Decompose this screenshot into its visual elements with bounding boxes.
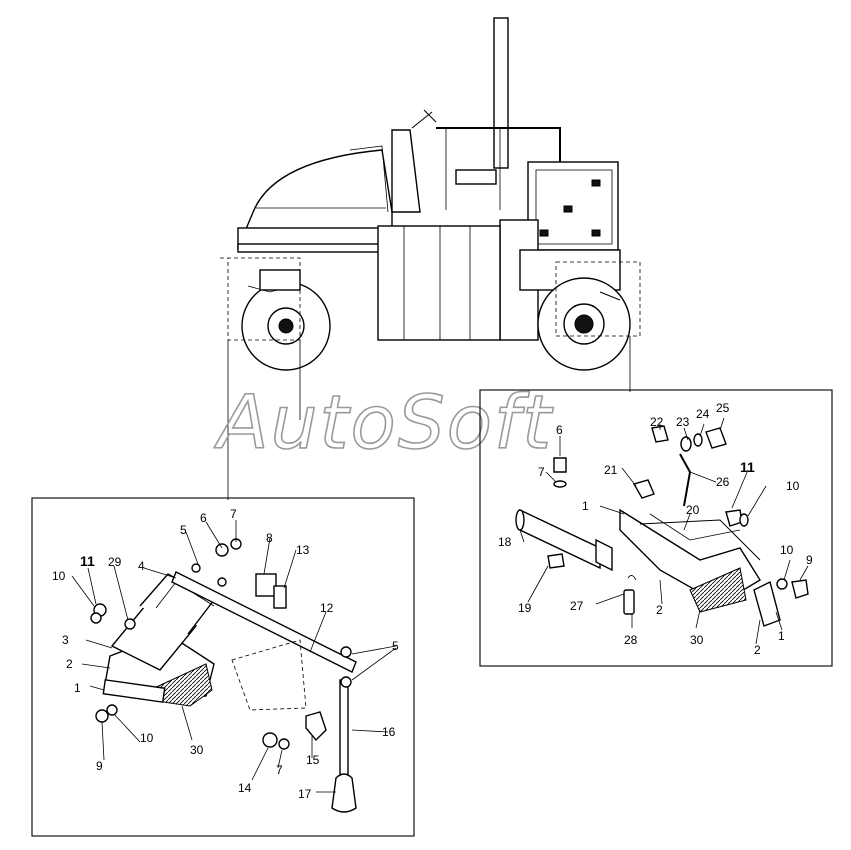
callout-7: 7 — [230, 507, 237, 521]
callout-30: 30 — [690, 633, 704, 647]
callout-12: 12 — [320, 601, 334, 615]
callout-20: 20 — [686, 503, 700, 517]
callout-6: 6 — [556, 423, 563, 437]
callout-11: 11 — [80, 553, 95, 569]
callout-11: 11 — [740, 459, 755, 475]
callout-15: 15 — [306, 753, 320, 767]
right-detail-panel: 22 23 24 25 6 7 21 26 11 10 1 20 18 10 9… — [479, 389, 833, 667]
callout-7: 7 — [538, 465, 545, 479]
callout-1: 1 — [74, 681, 81, 695]
callout-22: 22 — [650, 415, 664, 429]
callout-17: 17 — [298, 787, 312, 801]
callout-9: 9 — [806, 553, 813, 567]
callout-10b: 10 — [140, 731, 154, 745]
callout-1: 1 — [582, 499, 589, 513]
callout-13: 13 — [296, 543, 310, 557]
roller-machine — [220, 17, 641, 500]
callout-18: 18 — [498, 535, 512, 549]
callout-2: 2 — [66, 657, 73, 671]
callout-26: 26 — [716, 475, 730, 489]
callout-10b: 10 — [780, 543, 794, 557]
left-detail-panel: 11 29 10 5 6 7 8 13 4 3 2 1 12 5 10 9 30… — [31, 497, 415, 837]
callout-10: 10 — [786, 479, 800, 493]
callout-2: 2 — [656, 603, 663, 617]
callout-24: 24 — [696, 407, 710, 421]
callout-21: 21 — [604, 463, 618, 477]
callout-14: 14 — [238, 781, 252, 795]
callout-28: 28 — [624, 633, 638, 647]
callout-1b: 1 — [778, 629, 785, 643]
watermark: AutoSoft — [214, 380, 554, 466]
callout-4: 4 — [138, 559, 145, 573]
callout-2b: 2 — [754, 643, 761, 657]
callout-6: 6 — [200, 511, 207, 525]
callout-8: 8 — [266, 531, 273, 545]
callout-16: 16 — [382, 725, 396, 739]
callout-29: 29 — [108, 555, 122, 569]
callout-30: 30 — [190, 743, 204, 757]
callout-3: 3 — [62, 633, 69, 647]
callout-9: 9 — [96, 759, 103, 773]
callout-5: 5 — [180, 523, 187, 537]
callout-23: 23 — [676, 415, 690, 429]
callout-19: 19 — [518, 601, 532, 615]
callout-10: 10 — [52, 569, 66, 583]
callout-27: 27 — [570, 599, 584, 613]
callout-5b: 5 — [392, 639, 399, 653]
callout-25: 25 — [716, 401, 730, 415]
callout-7b: 7 — [276, 763, 283, 777]
